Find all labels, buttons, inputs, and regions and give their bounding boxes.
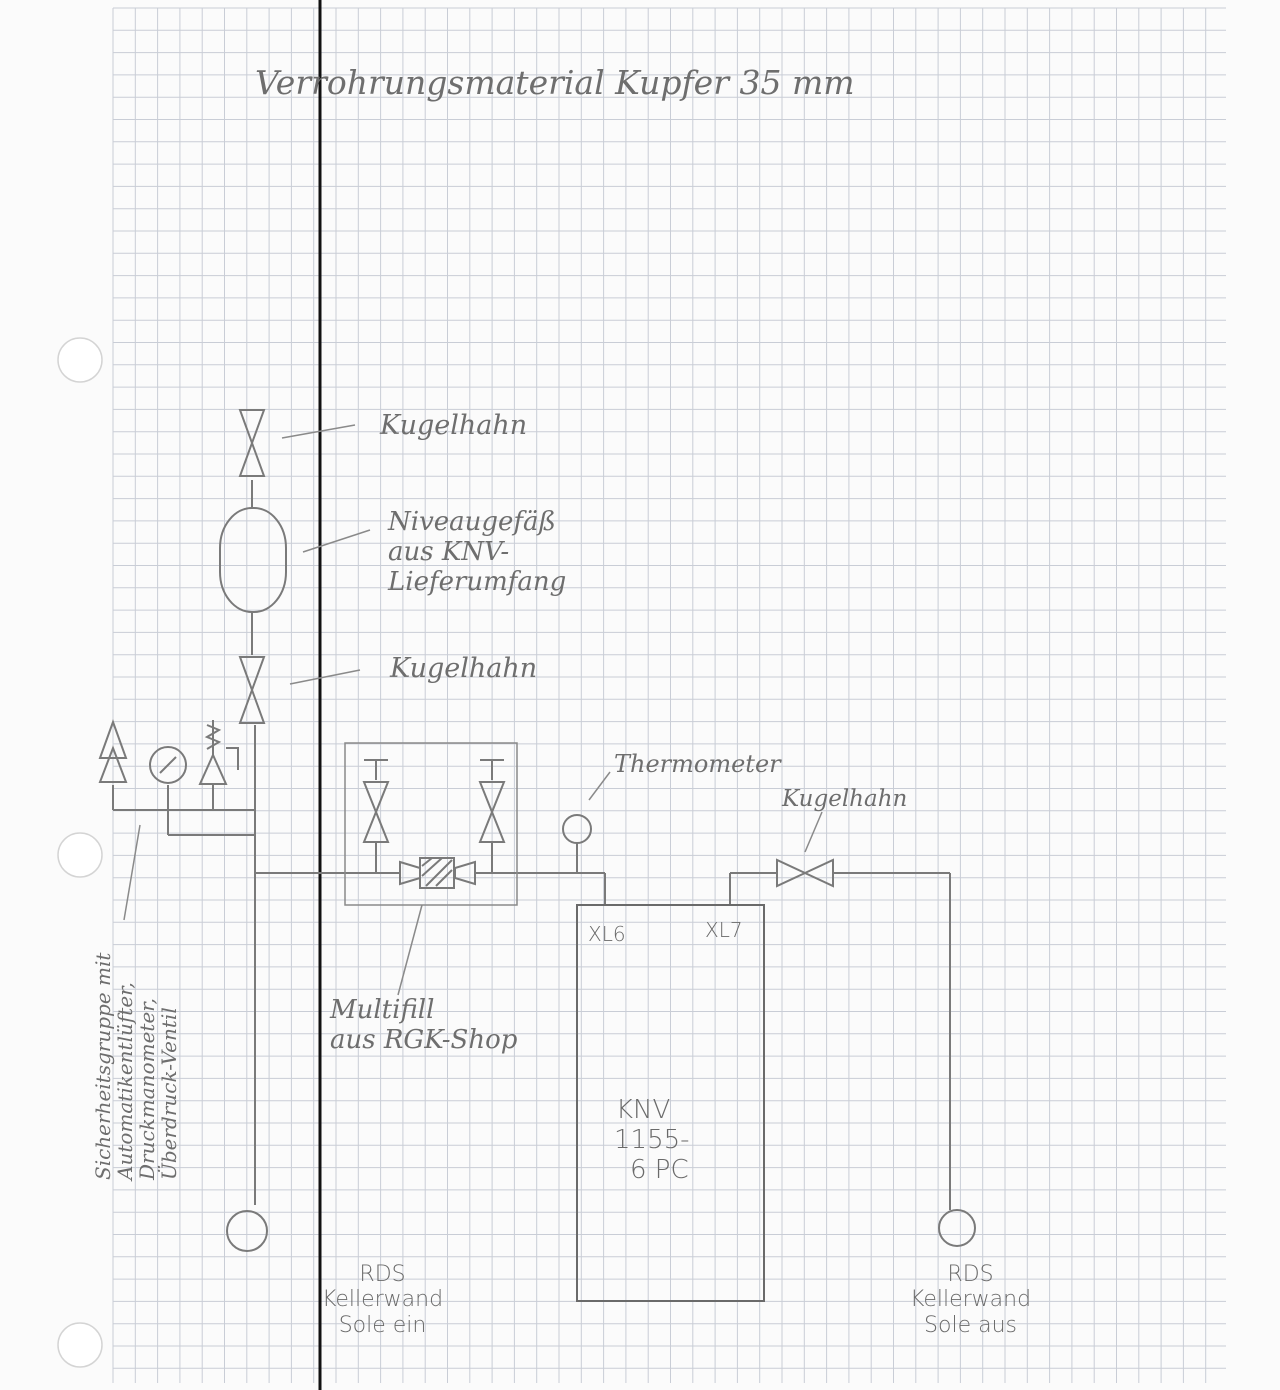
thermometer-icon [562,814,592,873]
label-xl6: XL6 [588,922,626,946]
label-rds-left: RDS Kellerwand Sole ein [322,1262,443,1338]
label-line: Automatikentlüfter, [113,982,137,1180]
filter-icon [399,857,476,889]
label-line: KNV [616,1095,671,1125]
safety-valve-icon [198,720,239,785]
label-line: Lieferumfang [388,566,567,597]
label-line: Niveaugefäß [388,507,556,537]
punch-hole-icon [57,337,103,383]
punch-hole-icon [57,832,103,878]
label-rds-right: RDS Kellerwand Sole aus [910,1262,1031,1338]
label-line: 1155- [614,1124,690,1155]
label-line: Sicherheitsgruppe mit [91,952,115,1180]
punch-holes [57,337,103,1368]
label-sicherheitsgruppe: Sicherheitsgruppe mit Automatikentlüfter… [91,952,181,1180]
heat-pump-unit [576,904,765,1302]
ball-valve-icon [238,656,266,724]
air-vent-icon [98,719,128,783]
label-multifill: Multifill aus RGK-Shop [330,995,518,1056]
label-line: Kellerwand [322,1287,444,1313]
pipe-network [112,480,951,1210]
ball-valve-icon [776,858,834,888]
leader-line [123,824,141,921]
label-line: Sole aus [924,1312,1017,1338]
ball-valve-icon [238,409,266,477]
label-line: aus KNV- [388,536,510,567]
label-niveaugefaess: Niveaugefäß aus KNV- Lieferumfang [388,507,567,598]
punch-hole-icon [57,1322,103,1368]
leader-line [588,771,611,801]
ball-valve-icon [478,759,506,873]
label-kugelhahn-top: Kugelhahn [380,410,528,441]
label-line: Multifill [330,995,435,1025]
leader-line [281,424,356,439]
page-title: Verrohrungsmaterial Kupfer 35 mm [255,63,855,102]
label-line: aus RGK-Shop [330,1024,518,1055]
leader-line [302,529,371,553]
multifill-box [344,742,518,906]
grid-lines [112,7,1226,1383]
wall-passage-right-icon [938,1209,976,1247]
label-line: 6 PC [630,1154,689,1185]
label-kugelhahn-middle: Kugelhahn [390,653,538,684]
label-line: RDS [359,1262,406,1287]
label-line: Überdruck-Ventil [157,1007,181,1180]
ball-valve-icon [362,759,390,873]
leader-line [397,904,423,996]
label-knv: KNV 1155- 6 PC [612,1095,690,1186]
label-line: Druckmanometer, [135,997,159,1180]
leader-line [804,811,823,853]
expansion-vessel-icon [219,507,287,613]
label-thermometer: Thermometer [614,750,781,778]
label-line: RDS [947,1262,994,1287]
pressure-gauge-icon [149,746,187,784]
label-line: Kellerwand [910,1287,1032,1313]
label-line: Sole ein [338,1312,427,1338]
label-xl7: XL7 [705,918,743,942]
label-kugelhahn-right: Kugelhahn [782,786,908,812]
leader-line [289,669,361,685]
wall-passage-left-icon [226,1210,268,1252]
